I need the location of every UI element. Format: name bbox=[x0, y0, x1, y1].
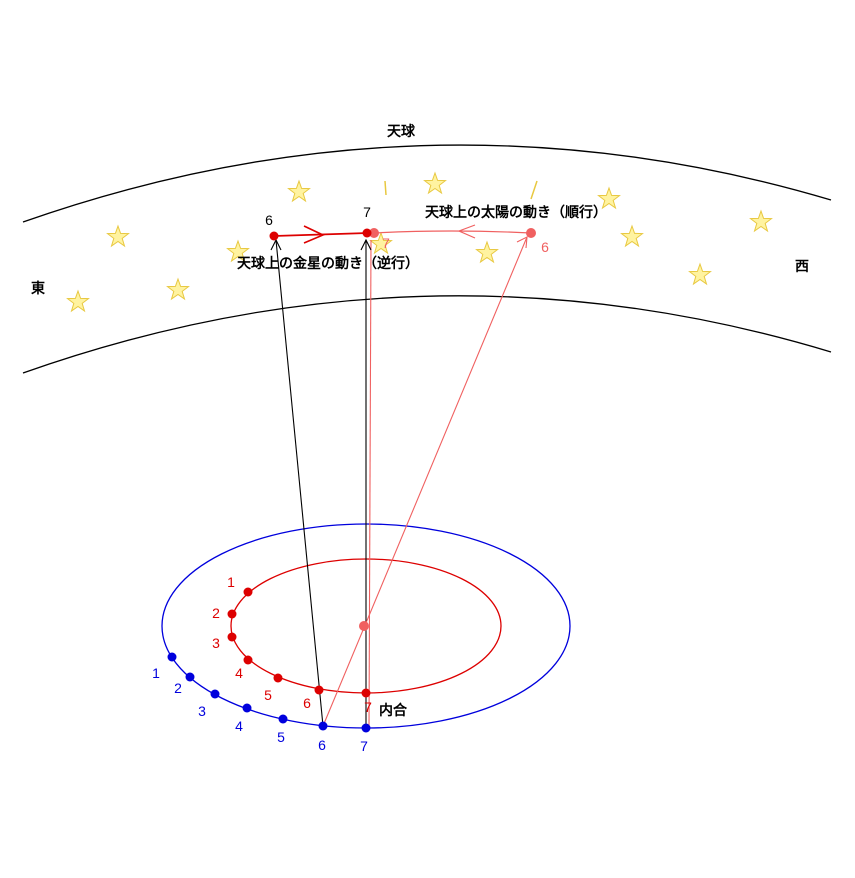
sky-sun-dot-6 bbox=[526, 228, 536, 238]
venus-point bbox=[243, 587, 253, 597]
inferior-conjunction-label: 内合 bbox=[379, 702, 408, 719]
sun-motion-path bbox=[373, 230, 532, 234]
earth-point bbox=[318, 721, 328, 731]
west-label: 西 bbox=[795, 259, 809, 275]
star-icon bbox=[167, 278, 189, 300]
arrow-head-icon bbox=[516, 236, 528, 249]
sky-venus-dot-7 bbox=[362, 228, 372, 238]
earth-point bbox=[361, 723, 371, 733]
venus-point bbox=[227, 632, 237, 642]
sky-sun-label-7: 7 bbox=[382, 235, 390, 251]
sun bbox=[359, 621, 369, 631]
star-icon bbox=[621, 225, 643, 247]
venus-point bbox=[273, 673, 283, 683]
venus-orbit-labels: 1 2 3 4 5 6 7 bbox=[212, 574, 372, 715]
earth-point bbox=[167, 652, 177, 662]
earth-point bbox=[242, 703, 252, 713]
venus-point bbox=[314, 685, 324, 695]
earth-point-label: 1 bbox=[152, 665, 160, 681]
star-streak bbox=[530, 180, 538, 200]
earth-orbit-points bbox=[167, 652, 371, 733]
star-icon bbox=[288, 180, 310, 202]
venus-point bbox=[243, 655, 253, 665]
venus-point-label: 3 bbox=[212, 635, 220, 651]
venus-point bbox=[227, 609, 237, 619]
arrow-head-icon bbox=[457, 224, 476, 239]
venus-point-label: 1 bbox=[227, 574, 235, 590]
star-streak bbox=[384, 180, 387, 196]
sightline-sun-7 bbox=[368, 239, 372, 729]
arrow-head-icon bbox=[360, 238, 372, 251]
earth-point-label: 6 bbox=[318, 737, 326, 753]
arrow-head-icon bbox=[303, 225, 325, 244]
earth-point-label: 3 bbox=[198, 703, 206, 719]
sun-motion-label: 天球上の太陽の動き（順行） bbox=[425, 204, 607, 221]
sky-venus-label-6: 6 bbox=[265, 212, 273, 228]
earth-point-label: 4 bbox=[235, 718, 243, 734]
earth-point-label: 2 bbox=[174, 680, 182, 696]
earth-orbit-labels: 1 2 3 4 5 6 7 bbox=[152, 665, 368, 754]
sphere-upper-arc bbox=[22, 144, 832, 223]
sky-venus-label-7: 7 bbox=[363, 204, 371, 220]
earth-point-label: 7 bbox=[360, 738, 368, 754]
star-icon bbox=[107, 225, 129, 247]
sky-sun-label-6: 6 bbox=[541, 239, 549, 255]
venus-point-label: 7 bbox=[364, 699, 372, 715]
star-icon bbox=[750, 210, 772, 232]
sky-sun-dot-7 bbox=[369, 228, 379, 238]
venus-point-label: 6 bbox=[303, 695, 311, 711]
sphere-lower-arc bbox=[22, 295, 832, 374]
earth-point bbox=[185, 672, 195, 682]
sky-venus-dot-6 bbox=[269, 231, 279, 241]
venus-point bbox=[361, 688, 371, 698]
earth-point bbox=[210, 689, 220, 699]
venus-point-label: 4 bbox=[235, 665, 243, 681]
earth-point bbox=[278, 714, 288, 724]
star-field bbox=[67, 172, 772, 312]
sightline-venus-6 bbox=[275, 239, 324, 727]
venus-orbit-points bbox=[227, 587, 371, 698]
venus-motion-label: 天球上の金星の動き（逆行） bbox=[237, 255, 419, 272]
celestial-sphere-label: 天球 bbox=[387, 123, 416, 140]
star-icon bbox=[476, 241, 498, 263]
star-icon bbox=[424, 172, 446, 194]
star-icon bbox=[689, 263, 711, 285]
earth-point-label: 5 bbox=[277, 729, 285, 745]
sightline-sun-6 bbox=[322, 236, 528, 727]
east-label: 東 bbox=[31, 280, 45, 297]
venus-point-label: 5 bbox=[264, 687, 272, 703]
star-icon bbox=[67, 290, 89, 312]
venus-point-label: 2 bbox=[212, 605, 220, 621]
